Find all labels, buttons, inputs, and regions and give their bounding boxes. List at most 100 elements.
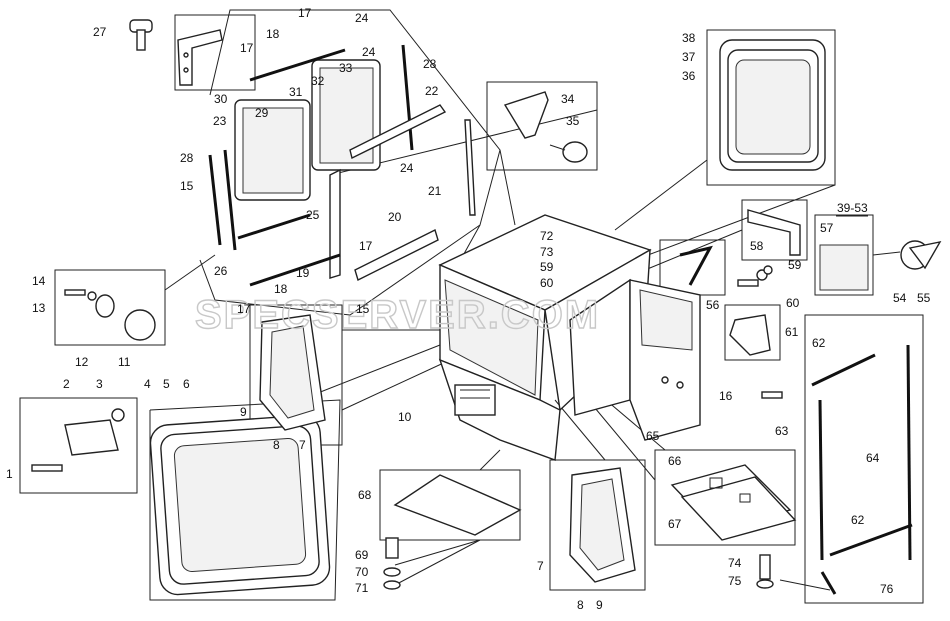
bracket-parts <box>747 209 801 256</box>
window-seal-glass <box>735 59 811 155</box>
clamp-body <box>64 419 119 456</box>
cab-door-glass <box>639 289 693 351</box>
part-label-30: 30 <box>214 92 228 106</box>
hinge-bracket <box>177 29 223 86</box>
door-rail-20 <box>354 229 439 281</box>
door-top-rail <box>249 48 346 82</box>
part-label-13: 13 <box>32 301 46 315</box>
part-label-57: 57 <box>820 221 834 235</box>
clamp-parts <box>31 408 125 472</box>
hinge-pin-shaft <box>136 29 146 51</box>
part-label-7: 7 <box>537 559 544 573</box>
latch-61 <box>729 314 771 356</box>
part-label-18: 18 <box>266 27 280 41</box>
part-label-21: 21 <box>428 184 442 198</box>
seal-strip-62-top <box>811 353 876 387</box>
bolt-74-75 <box>756 554 774 589</box>
part-label-68: 68 <box>358 488 372 502</box>
floor-mat-frame <box>654 449 796 546</box>
door-seal-strip-26 <box>223 149 237 251</box>
door-assembly-frame <box>199 9 501 316</box>
door-post-21 <box>464 119 476 216</box>
part-label-16: 16 <box>719 389 733 403</box>
plug-parts <box>900 240 942 270</box>
side-window-frame <box>549 459 646 591</box>
part-label-65: 65 <box>646 429 660 443</box>
part-label-59: 59 <box>540 260 554 274</box>
part-label-12: 12 <box>75 355 89 369</box>
hinge-parts <box>129 19 223 86</box>
part-label-76: 76 <box>880 582 894 596</box>
part-label-60: 60 <box>786 296 800 310</box>
part-label-17: 17 <box>359 239 373 253</box>
part-labels: 27 17 24 17 18 24 28 30 31 32 33 22 23 2… <box>6 6 931 612</box>
screw-16 <box>761 391 783 399</box>
door-window-glass-left <box>242 107 304 194</box>
handle-knob <box>562 141 588 163</box>
part-label-35: 35 <box>566 114 580 128</box>
part-label-28: 28 <box>180 151 194 165</box>
cab-door <box>629 279 701 441</box>
part-label-7: 7 <box>299 438 306 452</box>
washer-70 <box>383 567 401 577</box>
part-label-63: 63 <box>775 424 789 438</box>
cab-windshield-opening <box>444 279 539 396</box>
rear-window <box>149 414 331 596</box>
part-label-55: 55 <box>917 291 931 305</box>
hinge-detail-frame <box>174 14 256 91</box>
bracket-57 <box>747 209 801 256</box>
part-label-15: 15 <box>180 179 194 193</box>
part-label-24: 24 <box>400 161 414 175</box>
clamp-bolt <box>31 464 63 472</box>
part-label-71: 71 <box>355 581 369 595</box>
part-label-28: 28 <box>423 57 437 71</box>
door-post-19 <box>329 168 341 279</box>
part-label-17: 17 <box>240 41 254 55</box>
rear-window-glass <box>173 438 307 572</box>
mirror-washer <box>87 291 97 301</box>
door-seal-25 <box>237 213 311 240</box>
part-label-4: 4 <box>144 377 151 391</box>
floor-mat-67 <box>680 476 797 541</box>
small-window-glass-lower <box>579 478 625 571</box>
part-label-34: 34 <box>561 92 575 106</box>
part-label-26: 26 <box>214 264 228 278</box>
part-label-24: 24 <box>362 45 376 59</box>
part-label-64: 64 <box>866 451 880 465</box>
part-label-58: 58 <box>750 239 764 253</box>
mirror-head <box>124 309 156 341</box>
part-label-29: 29 <box>255 106 269 120</box>
bolt-74 <box>759 554 771 580</box>
door-seal-strip-15 <box>208 154 222 246</box>
clamp-nut <box>111 408 125 422</box>
part-label-39-53: 39-53 <box>837 201 868 215</box>
part-label-17: 17 <box>298 6 312 20</box>
mirror-parts <box>64 289 156 341</box>
part-label-10: 10 <box>398 410 412 424</box>
part-label-20: 20 <box>388 210 402 224</box>
part-label-62: 62 <box>812 336 826 350</box>
part-label-8: 8 <box>577 598 584 612</box>
handle-plate <box>503 91 549 139</box>
part-label-32: 32 <box>311 74 325 88</box>
small-window-lower <box>569 467 636 583</box>
door-rail-22 <box>349 104 447 160</box>
part-label-9: 9 <box>596 598 603 612</box>
hook-detail-frame <box>659 239 726 296</box>
part-label-67: 67 <box>668 517 682 531</box>
step-plate-68 <box>393 474 522 536</box>
part-label-24: 24 <box>355 11 369 25</box>
plug-cap <box>908 241 942 270</box>
floor-mats <box>670 464 797 541</box>
part-label-5: 5 <box>163 377 170 391</box>
part-label-37: 37 <box>682 50 696 64</box>
part-label-59: 59 <box>788 258 802 272</box>
window-seal-frame <box>706 29 836 186</box>
part-label-15: 15 <box>356 302 370 316</box>
small-window-glass-upper <box>269 325 315 419</box>
part-label-9: 9 <box>240 405 247 419</box>
part-label-14: 14 <box>32 274 46 288</box>
seal-strip-64 <box>906 344 912 561</box>
seal-strip-76 <box>820 571 837 595</box>
cab-body <box>438 214 652 461</box>
